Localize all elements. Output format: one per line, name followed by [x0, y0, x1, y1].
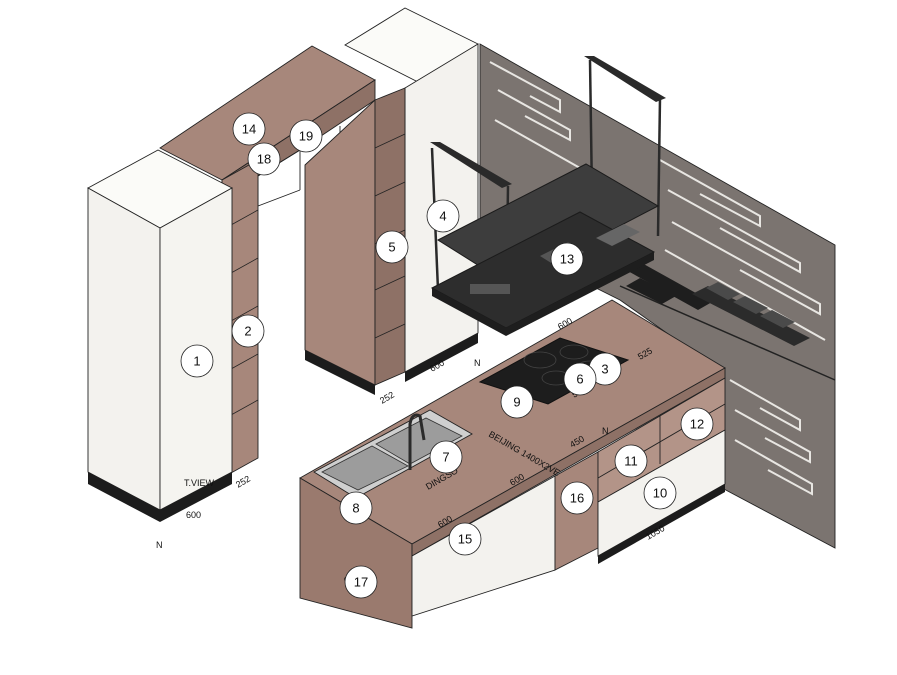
tall-cabinet-left	[87, 149, 233, 522]
svg-text:6: 6	[576, 372, 583, 387]
callout-8: 8	[339, 491, 373, 525]
svg-text:17: 17	[354, 575, 368, 590]
dim-tall-right-depth: 252	[378, 390, 396, 406]
svg-text:9: 9	[513, 395, 520, 410]
dim-island-n: N	[602, 426, 609, 436]
svg-text:14: 14	[242, 122, 256, 137]
callouts: 1 2 3 4 5 6 7 8 9 10 11 12 13 14 15 16 1…	[180, 112, 714, 599]
callout-2: 2	[231, 314, 265, 348]
svg-text:2: 2	[244, 324, 251, 339]
callout-12: 12	[680, 407, 714, 441]
svg-text:4: 4	[439, 209, 446, 224]
svg-text:12: 12	[690, 417, 704, 432]
svg-text:18: 18	[257, 152, 271, 167]
callout-11: 11	[614, 444, 648, 478]
svg-text:5: 5	[388, 240, 395, 255]
callout-19: 19	[289, 119, 323, 153]
callout-18: 18	[247, 142, 281, 176]
callout-17: 17	[344, 565, 378, 599]
wall-appliance-rack	[626, 262, 810, 346]
dim-tall-right-north: N	[474, 358, 481, 368]
svg-text:7: 7	[442, 450, 449, 465]
callout-14: 14	[232, 112, 266, 146]
svg-text:16: 16	[570, 491, 584, 506]
dim-tall-left-depth: 252	[234, 474, 252, 490]
callout-3: 3	[588, 352, 622, 386]
view-label: T.VIEW	[184, 478, 215, 488]
callout-1: 1	[180, 344, 214, 378]
svg-text:10: 10	[653, 486, 667, 501]
callout-16: 16	[560, 481, 594, 515]
callout-13: 13	[550, 242, 584, 276]
dim-tall-left-width: 600	[186, 510, 201, 520]
svg-text:1: 1	[193, 354, 200, 369]
callout-15: 15	[448, 522, 482, 556]
svg-text:13: 13	[560, 252, 574, 267]
dim-tall-left-north: N	[156, 540, 163, 550]
svg-text:8: 8	[352, 501, 359, 516]
svg-text:19: 19	[299, 129, 313, 144]
svg-text:15: 15	[458, 532, 472, 547]
callout-9: 9	[500, 385, 534, 419]
svg-text:11: 11	[624, 454, 638, 469]
callout-6: 6	[563, 362, 597, 396]
callout-10: 10	[643, 476, 677, 510]
callout-4: 4	[426, 199, 460, 233]
hanging-rack	[430, 56, 666, 336]
callout-5: 5	[375, 230, 409, 264]
svg-text:3: 3	[601, 362, 608, 377]
callout-7: 7	[429, 440, 463, 474]
